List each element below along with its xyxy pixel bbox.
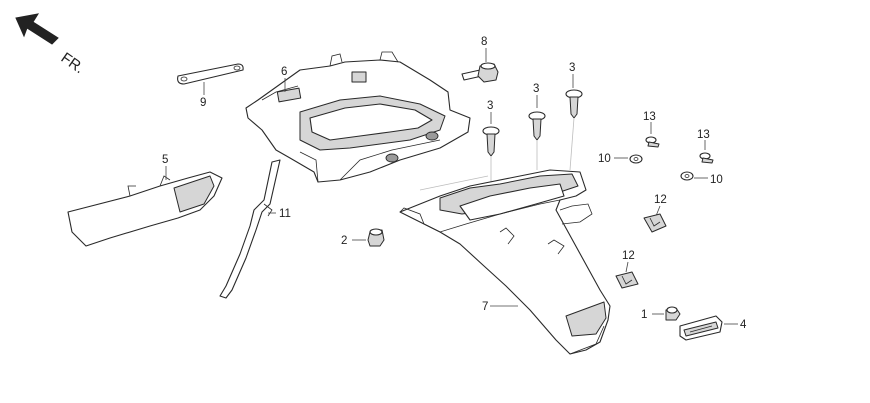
part-1-nut [652, 306, 681, 321]
callout-9: 9 [200, 97, 206, 109]
alignment-guides [419, 117, 575, 191]
callout-6: 6 [281, 66, 287, 78]
callout-12a: 12 [654, 194, 667, 206]
part-10-washer-a [614, 154, 643, 164]
front-direction-indicator: FR. [15, 13, 88, 77]
callout-3c: 3 [569, 62, 575, 74]
callout-3a: 3 [487, 100, 493, 112]
part-12-clip-b [615, 261, 639, 289]
part-12-clip-a [643, 205, 667, 233]
part-3-screw-c [565, 74, 583, 119]
part-11-strip [219, 159, 281, 299]
front-arrow-icon [15, 13, 59, 45]
part-3-screw-a [482, 112, 500, 157]
part-2-bolt [352, 228, 385, 247]
callout-labels: 8 3 3 3 6 9 5 11 13 13 10 10 12 12 2 7 1… [162, 36, 747, 331]
part-8-bolt [461, 48, 499, 83]
callout-10b: 10 [710, 174, 723, 186]
part-13-screw-b [699, 140, 714, 164]
part-6-tray [245, 51, 471, 183]
callout-7: 7 [482, 301, 488, 313]
callout-12b: 12 [622, 250, 635, 262]
callout-4: 4 [740, 319, 747, 331]
callout-10a: 10 [598, 153, 611, 165]
part-9-bracket [177, 63, 244, 95]
part-5-side-panel [67, 166, 223, 247]
part-3-screw-b [528, 95, 546, 141]
front-direction-label: FR. [58, 49, 88, 77]
callout-8: 8 [481, 36, 487, 48]
part-13-screw-a [645, 122, 660, 148]
callout-3b: 3 [533, 83, 539, 95]
part-7-rear-fender [399, 169, 611, 355]
callout-11: 11 [279, 208, 291, 220]
part-4-reflector [679, 315, 738, 341]
callout-5: 5 [162, 154, 168, 166]
callout-1: 1 [641, 309, 647, 321]
part-10-washer-b [680, 171, 708, 181]
callout-13a: 13 [643, 111, 656, 123]
callout-2: 2 [341, 235, 347, 247]
callout-13b: 13 [697, 129, 710, 141]
